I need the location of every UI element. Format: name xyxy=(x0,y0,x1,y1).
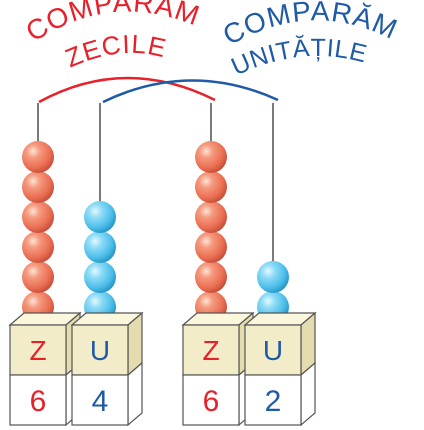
units-label: U xyxy=(90,335,110,366)
units-bead xyxy=(84,231,116,263)
base-cube-front xyxy=(244,324,302,376)
digit-cell xyxy=(244,374,302,426)
tens-label: Z xyxy=(202,335,219,366)
tens-bead xyxy=(22,171,54,203)
tens-bead xyxy=(22,261,54,293)
tens-compare-title-line2: ZECILE xyxy=(61,29,170,74)
tens-digit: 6 xyxy=(203,385,220,418)
tens-bead xyxy=(22,201,54,233)
tens-bead xyxy=(195,261,227,293)
digit-cell xyxy=(71,374,129,426)
units-bead xyxy=(84,201,116,233)
abacus-layer: Z 6 U 4 Z 6 U 2 xyxy=(8,103,317,427)
tens-bead xyxy=(22,141,54,173)
units-bead xyxy=(84,261,116,293)
base-cube-front xyxy=(182,324,240,376)
units-digit: 2 xyxy=(265,385,282,418)
digit-cell xyxy=(9,374,67,426)
abacus-64: Z 6 U 4 xyxy=(8,103,144,427)
tens-bead xyxy=(195,201,227,233)
tens-label: Z xyxy=(29,335,46,366)
units-digit: 4 xyxy=(92,385,109,418)
tens-bead xyxy=(22,231,54,263)
units-label: U xyxy=(263,335,283,366)
tens-bead xyxy=(195,171,227,203)
units-compare-title-line1: COMPARĂM xyxy=(218,0,403,51)
tens-connector-arc xyxy=(38,76,216,104)
units-bead xyxy=(257,261,289,293)
tens-compare-title-line2-text: ZECILE xyxy=(61,29,169,74)
tens-digit: 6 xyxy=(30,385,47,418)
base-cube-front xyxy=(71,324,129,376)
tens-bead xyxy=(195,141,227,173)
base-cube-front xyxy=(9,324,67,376)
units-connector-arc xyxy=(102,79,279,104)
abacus-62: Z 6 U 2 xyxy=(181,103,317,427)
digit-cell xyxy=(182,374,240,426)
units-compare-title-line1-text: COMPARĂM xyxy=(218,0,402,51)
tens-bead xyxy=(195,231,227,263)
